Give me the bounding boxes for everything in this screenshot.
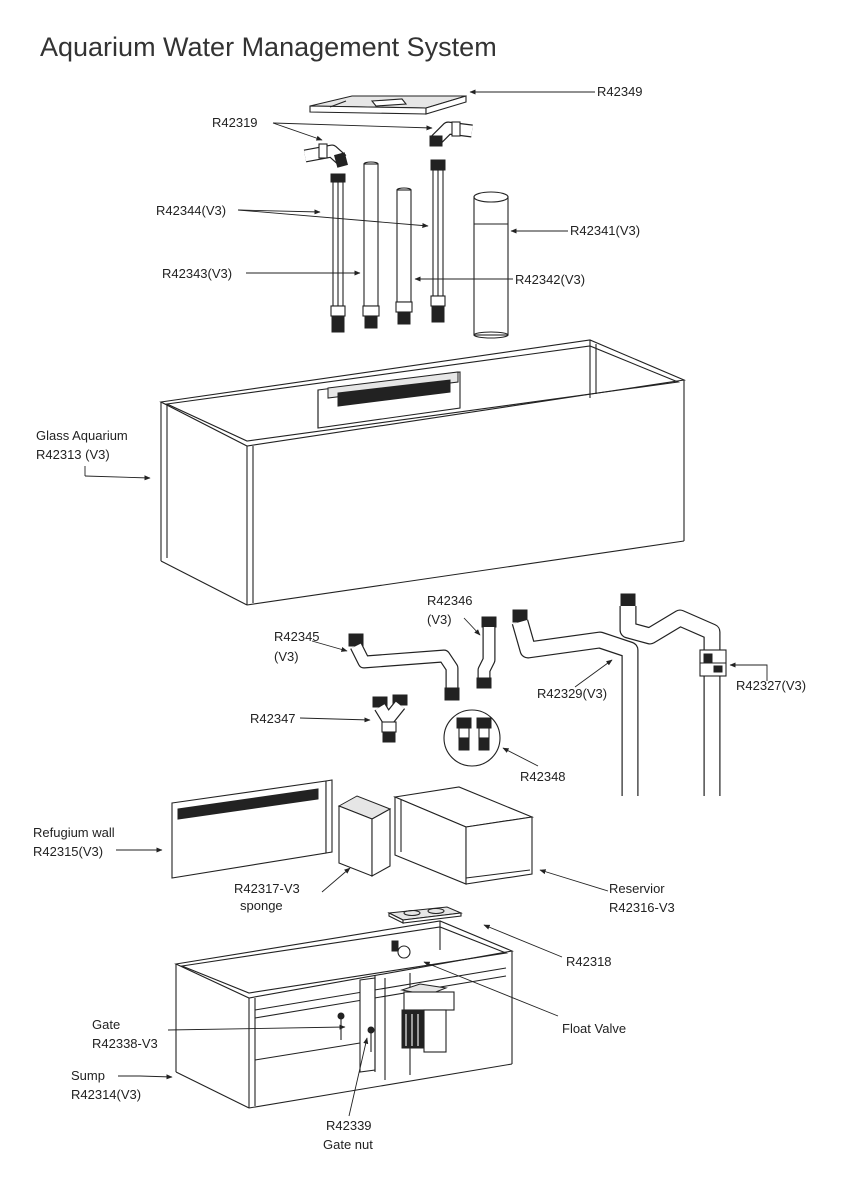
part-r42349-lid xyxy=(309,95,467,115)
leader-glass-aquarium xyxy=(84,475,151,481)
label-r42344: R42344(V3) xyxy=(156,203,226,218)
part-r42343-pipe xyxy=(362,161,380,329)
label-r42343: R42343(V3) xyxy=(162,266,232,281)
part-r42315-refugium-wall xyxy=(171,779,333,879)
leader-r42318 xyxy=(483,924,563,958)
leader-r42329 xyxy=(574,659,613,688)
part-r42342-pipe xyxy=(395,187,413,325)
part-r42316-reservoir xyxy=(393,786,535,885)
label-float-valve: Float Valve xyxy=(562,1021,626,1036)
diagram-title: Aquarium Water Management System xyxy=(40,32,497,62)
label-r42349: R42349 xyxy=(597,84,643,99)
leader-r42344-left xyxy=(237,209,321,215)
label-gate-nut-code: R42339 xyxy=(326,1118,372,1133)
label-r42341: R42341(V3) xyxy=(570,223,640,238)
part-r42347-fitting xyxy=(372,694,408,743)
part-r42318-tray xyxy=(387,906,463,924)
leader-float-valve xyxy=(423,961,559,1017)
part-r42345-plumbing xyxy=(348,633,460,701)
part-r42313-glass-aquarium xyxy=(159,339,687,606)
leader-r42319-left xyxy=(272,122,323,141)
label-sponge-code: R42317-V3 xyxy=(234,881,300,896)
leader-reservoir xyxy=(539,869,609,892)
part-r42327-plumbing xyxy=(619,593,727,796)
label-r42327: R42327(V3) xyxy=(736,678,806,693)
leader-r42347 xyxy=(299,717,371,723)
label-r42342: R42342(V3) xyxy=(515,272,585,287)
part-r42344-pipe-left xyxy=(330,173,346,333)
label-glass-aquarium-name: Glass Aquarium xyxy=(36,428,128,443)
part-r42348-fittings xyxy=(443,709,501,767)
leader-r42344-right xyxy=(237,209,429,229)
label-r42329: R42329(V3) xyxy=(537,686,607,701)
leader-r42319-right xyxy=(272,122,433,131)
part-r42319-elbow-right xyxy=(429,121,473,147)
part-r42344-pipe-right xyxy=(430,159,446,323)
leader-gate-nut xyxy=(348,1037,369,1117)
label-sponge-name: sponge xyxy=(240,898,283,913)
label-sump-name: Sump xyxy=(71,1068,105,1083)
label-gate-name: Gate xyxy=(92,1017,120,1032)
part-r42346-plumbing xyxy=(476,616,497,689)
label-r42347: R42347 xyxy=(250,711,296,726)
part-r42341-cylinder xyxy=(473,191,509,339)
leader-r42327 xyxy=(729,662,768,681)
label-refugium-wall-code: R42315(V3) xyxy=(33,844,103,859)
part-r42329-plumbing xyxy=(511,609,639,796)
label-glass-aquarium-code: R42313 (V3) xyxy=(36,447,110,462)
leader-sponge xyxy=(321,867,351,893)
label-gate-nut-name: Gate nut xyxy=(323,1137,373,1152)
label-r42345-ver: (V3) xyxy=(274,649,299,664)
part-r42314-sump xyxy=(174,920,514,1109)
label-reservoir-code: R42316-V3 xyxy=(609,900,675,915)
label-r42318: R42318 xyxy=(566,954,612,969)
leader-gate xyxy=(167,1024,346,1031)
part-r42319-elbow-left xyxy=(303,143,348,168)
label-r42346-code: R42346 xyxy=(427,593,473,608)
label-r42345-code: R42345 xyxy=(274,629,320,644)
leader-r42345 xyxy=(311,640,348,652)
part-r42317-sponge xyxy=(337,795,392,877)
leader-r42348 xyxy=(502,747,539,767)
label-refugium-wall-name: Refugium wall xyxy=(33,825,115,840)
label-gate-code: R42338-V3 xyxy=(92,1036,158,1051)
label-r42348: R42348 xyxy=(520,769,566,784)
leader-r42346 xyxy=(463,617,481,636)
label-r42319: R42319 xyxy=(212,115,258,130)
label-reservoir-name: Reservior xyxy=(609,881,665,896)
leader-sump xyxy=(118,1074,173,1080)
label-r42346-ver: (V3) xyxy=(427,612,452,627)
label-sump-code: R42314(V3) xyxy=(71,1087,141,1102)
